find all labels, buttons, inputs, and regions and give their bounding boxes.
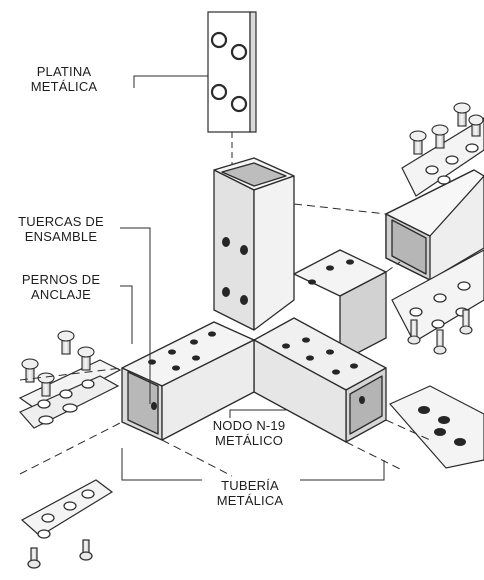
upper-right-tube [385, 169, 484, 281]
label-platina: PLATINA METÁLICA [4, 64, 124, 94]
label-tuberia: TUBERÍA METÁLICA [200, 478, 300, 508]
label-tuberia-line2: METÁLICA [216, 493, 284, 508]
label-pernos-line2: ANCLAJE [31, 287, 91, 302]
right-branch [293, 249, 387, 363]
label-platina-line1: PLATINA [36, 64, 92, 79]
bolts-upper-right [407, 102, 484, 355]
label-nodo: NODO N-19 METÁLICO [196, 418, 302, 448]
left-plate-lower [20, 479, 114, 569]
label-tuercas-line2: ENSAMBLE [24, 229, 98, 244]
bolts-left [21, 330, 95, 397]
label-pernos-line1: PERNOS DE [21, 272, 101, 287]
leader-lines [120, 75, 385, 481]
vertical-tube [213, 157, 295, 331]
upper-right-plate [401, 117, 484, 197]
label-tuberia-line1: TUBERÍA [221, 478, 279, 493]
label-pernos: PERNOS DE ANCLAJE [2, 272, 120, 302]
dash-lines [19, 203, 431, 477]
top-plate [207, 11, 257, 133]
label-tuercas: TUERCAS DE ENSAMBLE [2, 214, 120, 244]
left-plate-upper [18, 359, 122, 429]
label-platina-line2: METÁLICA [30, 79, 98, 94]
left-branch [121, 321, 255, 441]
label-tuercas-line1: TUERCAS DE [18, 214, 104, 229]
label-nodo-line1: NODO N-19 [212, 418, 286, 433]
right-low-plate [389, 385, 484, 469]
front-branch [161, 317, 387, 443]
label-nodo-line2: METÁLICO [214, 433, 284, 448]
